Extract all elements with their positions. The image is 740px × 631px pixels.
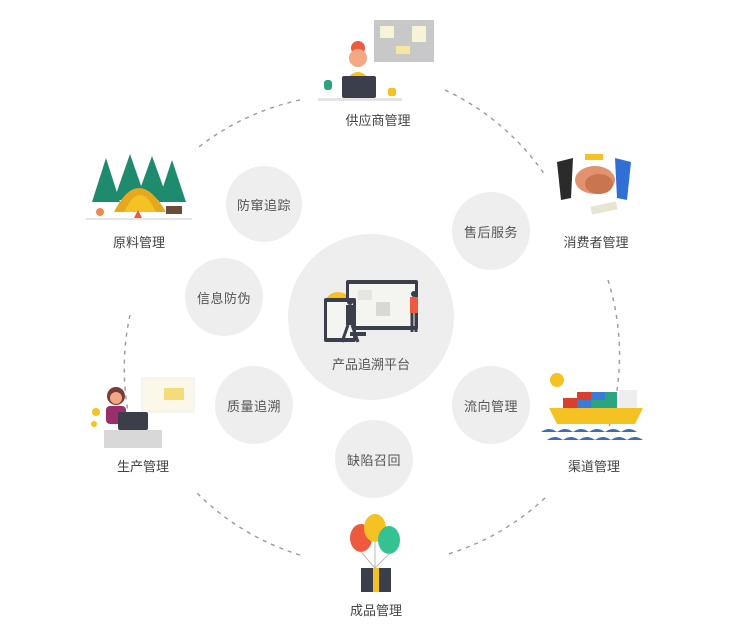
handshake-icon [557, 154, 631, 215]
node-label: 生产管理 [116, 460, 169, 475]
cargo-ship-icon [541, 373, 643, 440]
balloons-gift-icon [350, 514, 400, 592]
bubble-label: 防窜追踪 [236, 198, 291, 214]
node-label: 消费者管理 [563, 236, 629, 251]
tent-forest-icon [86, 154, 192, 220]
node-label: 原料管理 [112, 236, 165, 251]
node-label: 供应商管理 [345, 114, 411, 129]
bubble-label: 流向管理 [463, 399, 518, 415]
woman-desk-icon [91, 377, 195, 448]
bubble-info-anti-fake[interactable]: 信息防伪 [185, 258, 263, 336]
bubble-recall[interactable]: 缺陷召回 [335, 420, 413, 498]
bubble-label: 售后服务 [463, 225, 518, 241]
bubble-flow[interactable]: 流向管理 [452, 366, 530, 444]
bubble-anti-diversion[interactable]: 防窜追踪 [226, 166, 302, 242]
node-finished-goods[interactable]: 成品管理 [326, 512, 426, 619]
node-production[interactable]: 生产管理 [88, 372, 198, 475]
bubble-label: 质量追溯 [226, 399, 281, 415]
bubble-quality[interactable]: 质量追溯 [215, 366, 293, 444]
node-label: 渠道管理 [567, 460, 620, 475]
center-platform: 产品追溯平台 [288, 234, 454, 400]
node-supplier[interactable]: 供应商管理 [318, 18, 438, 129]
woman-laptop-board-icon [318, 20, 434, 101]
bubble-after-sales[interactable]: 售后服务 [452, 192, 530, 270]
node-consumer[interactable]: 消费者管理 [546, 150, 646, 251]
node-channel[interactable]: 渠道管理 [536, 368, 652, 475]
center-label: 产品追溯平台 [331, 358, 410, 373]
node-label: 成品管理 [349, 604, 402, 619]
bubble-label: 缺陷召回 [346, 453, 401, 469]
bubble-label: 信息防伪 [196, 291, 251, 307]
devices-people-icon [324, 280, 418, 343]
node-raw-material[interactable]: 原料管理 [84, 150, 194, 251]
